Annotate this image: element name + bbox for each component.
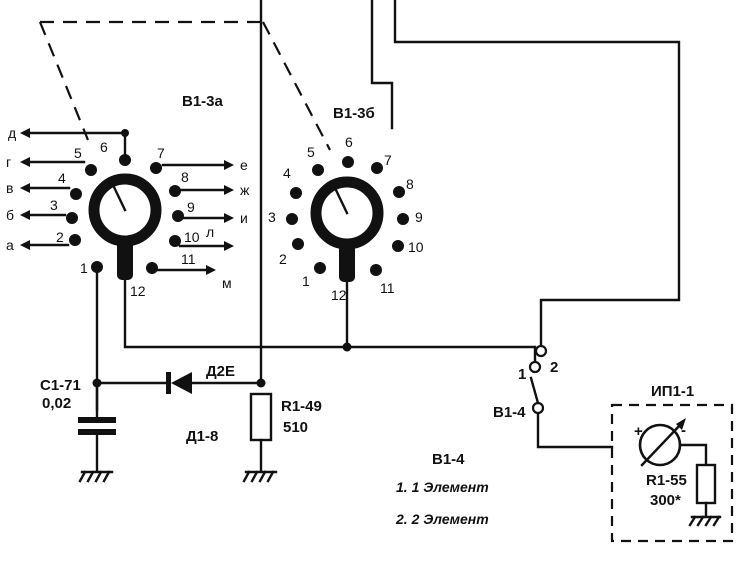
b1-3b-pin-8: 8: [406, 176, 414, 192]
output-a: а: [6, 237, 14, 253]
diode-d2e: Д2Е Д1-8: [166, 363, 235, 445]
capacitor-value: 0,02: [42, 395, 71, 412]
switch-b1-3a: 1 2 3 4 5 6 7 8 9 10 11 12 д г в б а: [6, 93, 250, 299]
b1-3a-pin-5: 5: [74, 145, 82, 161]
b1-3b-pin-10: 10: [408, 239, 424, 255]
legend: B1-4 1. 1 Элемент 2. 2 Элемент: [395, 451, 489, 527]
b1-3b-pin-12: 12: [331, 287, 347, 303]
diode-group: Д1-8: [186, 428, 218, 445]
b1-3b-pin-1: 1: [302, 273, 310, 289]
output-l: л: [206, 224, 214, 240]
b1-4-pos2: 2: [550, 359, 558, 376]
b1-3b-pin-9: 9: [415, 209, 423, 225]
meter-block: + - ИП1-1 R1-55 300*: [610, 383, 734, 543]
mechanical-linkage: [38, 20, 331, 151]
capacitor-c1-71: C1-71 0,02: [40, 377, 116, 483]
b1-3a-pin-1: 1: [80, 260, 88, 276]
b1-3a-pin-9: 9: [187, 199, 195, 215]
b1-3a-pin-12: 12: [130, 283, 146, 299]
b1-3b-pin-11: 11: [380, 280, 395, 296]
switch-b1-3b: 1 2 3 4 5 6 7 8 9 10 11 12 B1-3б: [268, 105, 424, 303]
b1-3b-pin-5: 5: [307, 144, 315, 160]
b1-3a-pin-7: 7: [157, 145, 165, 161]
meter-resistor-value: 300*: [650, 492, 681, 509]
b1-3b-pin-4: 4: [283, 165, 291, 181]
legend-line-1: 1. 1 Элемент: [396, 479, 489, 495]
b1-4-label: B1-4: [493, 404, 526, 421]
b1-3b-pin-2: 2: [279, 251, 287, 267]
legend-line-2: 2. 2 Элемент: [395, 511, 489, 527]
b1-3b-pin-7: 7: [384, 152, 392, 168]
meter-resistor-ref: R1-55: [646, 472, 687, 489]
b1-3a-label: B1-3a: [182, 93, 224, 110]
output-b: б: [6, 207, 14, 223]
meter-minus: -: [681, 422, 686, 439]
output-g: г: [6, 154, 11, 170]
b1-3b-label: B1-3б: [333, 105, 375, 122]
output-v: в: [6, 180, 13, 196]
output-d: д: [8, 125, 16, 141]
b1-3a-pin-4: 4: [58, 170, 66, 186]
output-i: и: [240, 210, 248, 226]
capacitor-ref: C1-71: [40, 377, 81, 394]
resistor-r1-49-value: 510: [283, 419, 308, 436]
b1-3a-pin-6: 6: [100, 139, 108, 155]
b1-3a-pin-3: 3: [50, 197, 58, 213]
b1-3a-pin-11: 11: [181, 251, 196, 267]
wires: [95, 0, 681, 449]
b1-3b-pin-6: 6: [345, 134, 353, 150]
diode-ref: Д2Е: [206, 363, 235, 380]
b1-4-pos1: 1: [518, 366, 526, 383]
output-zh: ж: [240, 182, 250, 198]
legend-title: B1-4: [432, 451, 465, 468]
b1-3a-pin-8: 8: [181, 169, 189, 185]
meter-ref: ИП1-1: [651, 383, 694, 400]
resistor-r1-49: R1-49 510: [242, 392, 322, 483]
meter-plus: +: [634, 423, 643, 440]
output-e: е: [240, 157, 248, 173]
b1-3a-pin-2: 2: [56, 229, 64, 245]
switch-b1-4: 1 2 B1-4: [493, 344, 558, 421]
resistor-r1-49-ref: R1-49: [281, 398, 322, 415]
b1-3b-pin-3: 3: [268, 209, 276, 225]
output-m: м: [222, 275, 232, 291]
b1-3a-pin-10: 10: [184, 229, 200, 245]
